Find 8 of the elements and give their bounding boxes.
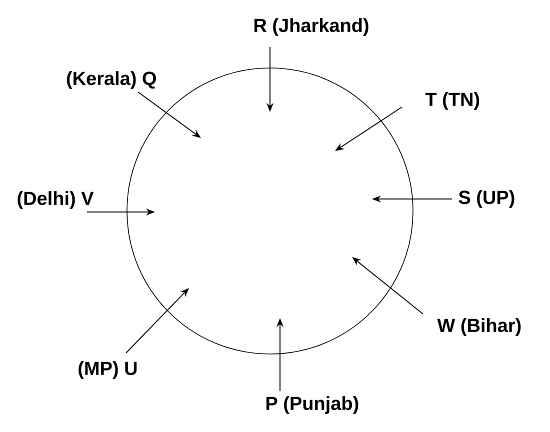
person-label: T (TN) — [425, 92, 480, 110]
person-label: R (Jharkand) — [254, 18, 368, 36]
person-label: (Kerala) Q — [66, 71, 156, 89]
person-label: (Delhi) V — [18, 191, 94, 209]
person-label: W (Bihar) — [437, 318, 521, 336]
person-label: S (UP) — [458, 190, 514, 208]
person-label: P (Punjab) — [266, 396, 358, 414]
person-label: (MP) U — [78, 361, 137, 379]
